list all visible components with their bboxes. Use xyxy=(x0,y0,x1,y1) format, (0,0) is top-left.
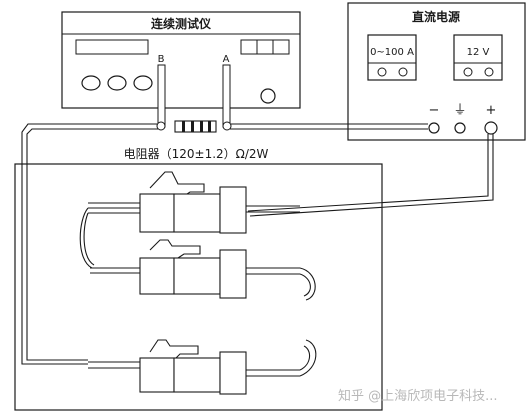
tester-title: 连续测试仪 xyxy=(151,16,212,31)
jumper-2-3 xyxy=(299,267,316,301)
resistor-label: 电阻器（120±1.2）Ω/2W xyxy=(124,147,269,161)
ground-terminal-label: ⏚ xyxy=(453,103,466,118)
ground-terminal xyxy=(454,122,466,134)
plus-terminal-label: + xyxy=(486,103,497,118)
wire-plus-to-resistor xyxy=(247,134,494,217)
tester-button-3 xyxy=(133,75,153,91)
resistor-assembly-1 xyxy=(88,171,300,234)
terminal-post-a xyxy=(222,64,231,128)
power-title: 直流电源 xyxy=(412,9,460,24)
tester-display xyxy=(75,39,149,55)
resistor-component xyxy=(156,120,232,133)
plus-terminal xyxy=(484,121,498,135)
resistor-assembly-2 xyxy=(90,239,300,299)
voltage-label: 12 V xyxy=(467,47,490,58)
tester-button-2 xyxy=(107,75,127,91)
jumper-3-hook xyxy=(299,339,317,377)
continuity-tester: 连续测试仪 B A xyxy=(61,11,301,128)
wiring xyxy=(21,123,494,365)
terminal-label-b: B xyxy=(158,54,165,65)
resistor-box: 电阻器（120±1.2）Ω/2W xyxy=(14,147,383,411)
minus-terminal-label: − xyxy=(429,103,440,118)
tester-button-1 xyxy=(81,75,101,91)
resistor-assembly-3 xyxy=(88,339,300,395)
watermark: 知乎 @上海欣项电子科技... xyxy=(338,388,498,404)
terminal-post-b xyxy=(157,64,166,128)
wire-a-to-minus xyxy=(230,123,428,130)
terminal-label-a: A xyxy=(223,54,230,65)
jumper-1-2 xyxy=(79,207,95,269)
minus-terminal xyxy=(428,122,440,134)
current-meter: 0~100 A xyxy=(367,34,417,81)
tester-keypad xyxy=(240,39,290,55)
dc-power-supply: 直流电源 0~100 A 12 V − ⏚ + xyxy=(347,2,526,141)
current-range-label: 0~100 A xyxy=(370,47,414,58)
voltage-meter: 12 V xyxy=(453,34,503,81)
wire-b-to-resistor xyxy=(21,123,158,365)
tester-knob xyxy=(260,88,276,104)
